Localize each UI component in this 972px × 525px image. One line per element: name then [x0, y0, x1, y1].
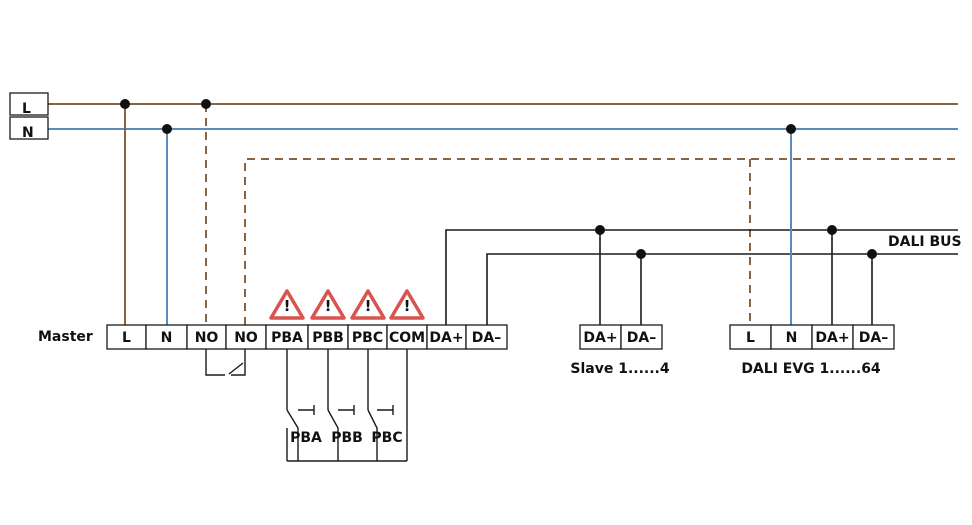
master-terminal-l-label: L — [122, 330, 131, 346]
switched-dashed-lines — [205, 104, 958, 325]
mains-N-box — [9, 116, 49, 140]
junction-dot — [867, 249, 877, 259]
master-terminal-box — [106, 324, 147, 350]
warning-triangle-icon: ! — [269, 289, 305, 320]
junction-dot — [636, 249, 646, 259]
warning-triangle-icon: ! — [310, 289, 346, 320]
junction-dot — [786, 124, 796, 134]
master-terminal-pba-label: PBA — [271, 330, 303, 346]
master-terminal-n-label: N — [161, 330, 173, 346]
evg-terminal-l-label: L — [746, 330, 755, 346]
dali-bus-lines — [445, 229, 958, 325]
evg-terminal-n-label: N — [786, 330, 798, 346]
pushbutton-pbb-label: PBB — [331, 430, 363, 446]
pushbutton-pbb-icon — [327, 405, 355, 461]
evg-terminal-box — [852, 324, 895, 350]
relay-contact-icon — [205, 349, 246, 376]
warning-triangle-icon: ! — [389, 289, 425, 320]
junction-dot — [201, 99, 211, 109]
slave-terminal-box — [579, 324, 622, 350]
master-terminal-box — [186, 324, 227, 350]
mains-lines: L N — [9, 92, 958, 141]
master-terminal-box — [386, 324, 428, 350]
evg-terminal-block: L N DA+ DA– — [729, 324, 895, 350]
evg-terminal-da-minus-label: DA– — [859, 330, 888, 346]
master-terminal-da-plus-label: DA+ — [429, 330, 463, 346]
master-terminal-da-minus-label: DA– — [472, 330, 501, 346]
pushbutton-wiring — [286, 349, 408, 462]
master-terminal-box — [307, 324, 349, 350]
junction-dot — [827, 225, 837, 235]
master-terminal-com-label: COM — [389, 330, 425, 346]
dali-bus-label: DALI BUS — [888, 234, 962, 250]
warning-glyph: ! — [325, 297, 332, 315]
master-terminal-box — [225, 324, 267, 350]
master-terminal-box — [465, 324, 508, 350]
mains-L-box — [9, 92, 49, 116]
dali-plus-wire — [445, 229, 958, 325]
pushbutton-pba-label: PBA — [290, 430, 322, 446]
mains-L-label: L — [22, 101, 31, 117]
slave-label: Slave 1......4 — [570, 361, 669, 377]
master-terminal-no-label: NO — [195, 330, 219, 346]
evg-terminal-box — [811, 324, 854, 350]
warning-icons: !!!! — [269, 289, 425, 320]
slave-terminal-da-minus-label: DA– — [627, 330, 656, 346]
switched-dashed-bus — [244, 158, 958, 325]
dali-minus-wire — [486, 253, 958, 325]
pushbutton-pba-icon — [286, 405, 315, 461]
mains-N-label: N — [22, 125, 34, 141]
junction-dot — [120, 99, 130, 109]
master-terminal-box — [265, 324, 309, 350]
master-label: Master — [38, 329, 93, 345]
junction-dot — [162, 124, 172, 134]
warning-triangle-icon: ! — [350, 289, 386, 320]
warning-glyph: ! — [284, 297, 291, 315]
warning-glyph: ! — [404, 297, 411, 315]
slave-terminal-da-plus-label: DA+ — [583, 330, 617, 346]
junction-dot — [595, 225, 605, 235]
pushbutton-pbc-icon — [367, 405, 394, 461]
pushbutton-pbc-label: PBC — [371, 430, 402, 446]
evg-terminal-box — [729, 324, 772, 350]
master-terminal-pbb-label: PBB — [312, 330, 344, 346]
slave-terminal-block: DA+ DA– — [579, 324, 663, 350]
evg-label: DALI EVG 1......64 — [741, 361, 881, 377]
junction-dots — [120, 99, 877, 259]
master-terminal-pbc-label: PBC — [352, 330, 383, 346]
master-terminal-no-label: NO — [234, 330, 258, 346]
slave-terminal-box — [620, 324, 663, 350]
evg-terminal-da-plus-label: DA+ — [815, 330, 849, 346]
warning-glyph: ! — [365, 297, 372, 315]
